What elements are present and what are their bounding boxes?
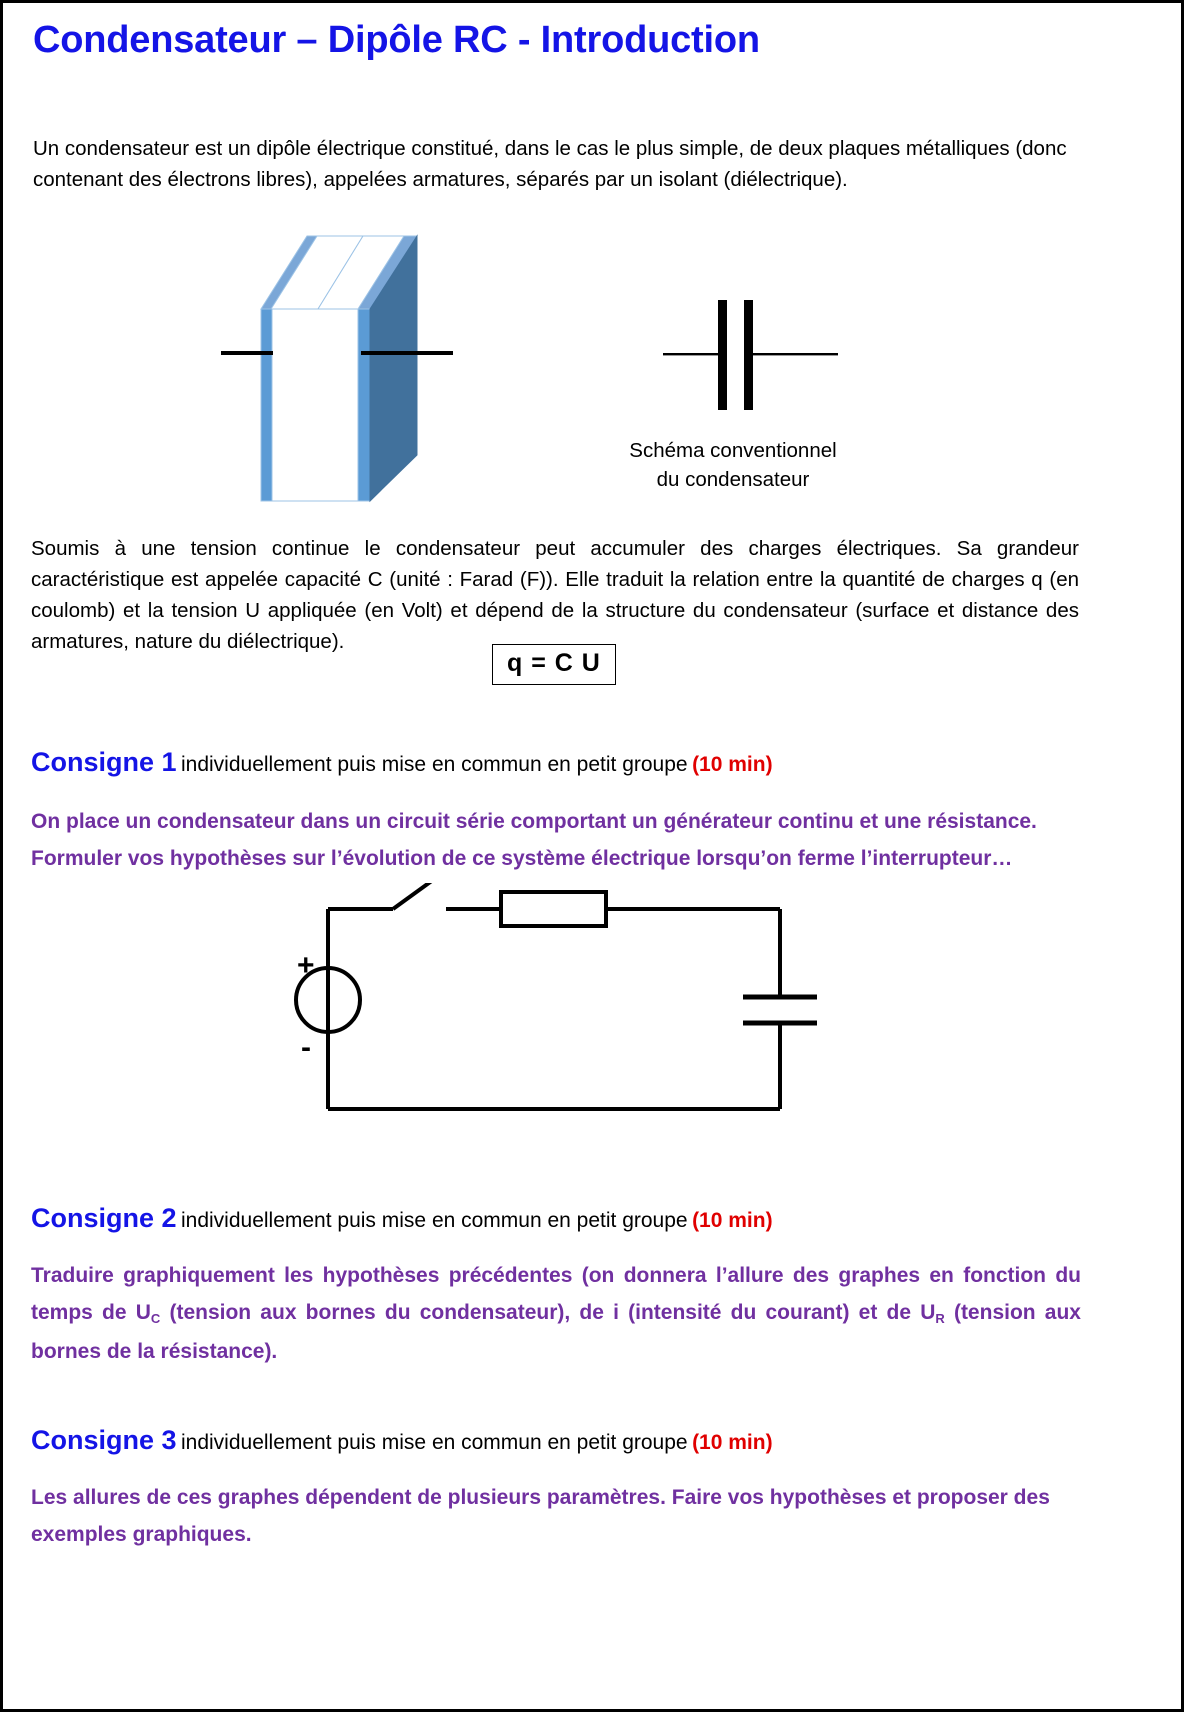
consigne-3-heading: Consigne 3 individuellement puis mise en… [31,1425,773,1456]
consigne-3-time: (10 min) [692,1431,773,1454]
consigne-3-label: Consigne 3 [31,1425,177,1455]
consigne-2-instruction-part-3: (tension aux bornes de la résistance). [31,1301,1081,1363]
uc-subscript: C [150,1311,161,1326]
capacitor-symbol-caption: Schéma conventionnel du condensateur [523,436,943,494]
consigne-1-instruction-line-2: Formuler vos hypothèses sur l’évolution … [31,847,1013,870]
page-content: Condensateur – Dipôle RC - Introduction … [3,3,1181,1709]
consigne-2-label: Consigne 2 [31,1203,177,1233]
consigne-3-instruction: Les allures de ces graphes dépendent de … [31,1479,1081,1553]
consigne-2-heading: Consigne 2 individuellement puis mise en… [31,1203,773,1234]
rc-series-circuit: + - [283,883,823,1123]
consigne-1-instruction: On place un condensateur dans un circuit… [31,803,1081,877]
capacity-paragraph: Soumis à une tension continue le condens… [31,537,1079,653]
caption-line-2: du condensateur [656,468,810,491]
formula-box: q = C U [492,644,616,685]
caption-line-1: Schéma conventionnel [629,439,837,462]
consigne-3-instruction-line-2: exemples graphiques. [31,1523,252,1546]
consigne-1-heading: Consigne 1 individuellement puis mise en… [31,747,773,778]
consigne-3-instruction-line-1: Les allures de ces graphes dépendent de … [31,1486,1050,1509]
intro-paragraph: Un condensateur est un dipôle électrique… [33,137,1067,191]
consigne-2-time: (10 min) [692,1209,773,1232]
consigne-2-instruction-part-1: Traduire graphiquement les hypothèses pr… [31,1264,1081,1324]
consigne-1-desc: individuellement puis mise en commun en … [180,753,688,776]
source-positive-label: + [297,949,315,982]
conventional-capacitor-symbol [663,293,838,418]
consigne-2-desc: individuellement puis mise en commun en … [180,1209,688,1232]
consigne-2-instruction-part-2: (tension aux bornes du condensateur), de… [160,1301,936,1324]
3d-capacitor-illustration [221,219,471,514]
consigne-1-label: Consigne 1 [31,747,177,777]
consigne-1-instruction-line-1: On place un condensateur dans un circuit… [31,810,1037,833]
source-negative-label: - [301,1031,311,1064]
consigne-3-desc: individuellement puis mise en commun en … [180,1431,688,1454]
ur-subscript: R [935,1311,945,1326]
consigne-1-time: (10 min) [692,753,773,776]
page-title: Condensateur – Dipôle RC - Introduction [33,19,760,61]
consigne-2-instruction: Traduire graphiquement les hypothèses pr… [31,1257,1081,1370]
